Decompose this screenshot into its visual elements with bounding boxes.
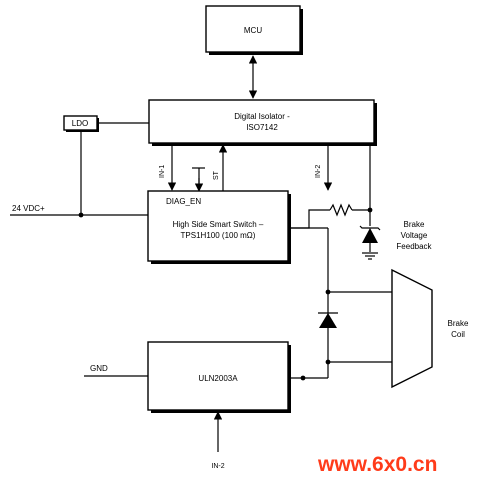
flyback-diode <box>319 313 337 328</box>
in2-top-label: IN-2 <box>315 165 322 178</box>
supply-junction <box>78 212 84 218</box>
switch-out-wire <box>288 209 330 229</box>
feedback-label-line3: Feedback <box>396 242 432 251</box>
in2-bottom-label: IN-2 <box>211 463 224 470</box>
diag-en-label: DIAG_EN <box>166 197 201 206</box>
switch-label-line1: High Side Smart Switch – <box>173 220 264 229</box>
gnd-label: GND <box>90 364 108 373</box>
ldo-block: LDO <box>63 115 99 132</box>
watermark-text: www.6x0.cn <box>317 453 437 476</box>
ldo-label: LDO <box>72 119 88 128</box>
zener-bar <box>359 225 381 231</box>
zener-diode <box>362 228 378 243</box>
brake-coil-label-line1: Brake <box>448 319 469 328</box>
uln2003a-block: ULN2003A <box>147 341 291 413</box>
smart-switch-block: DIAG_EN High Side Smart Switch – TPS1H10… <box>147 190 291 264</box>
brake-coil-shape <box>391 268 433 389</box>
switch-label-line2: TPS1H100 (100 mΩ) <box>181 231 256 240</box>
feedback-label-line2: Voltage <box>401 231 428 240</box>
feedback-label-line1: Brake <box>404 220 425 229</box>
mcu-block: MCU <box>205 5 303 55</box>
supply-label: 24 VDC+ <box>12 204 45 213</box>
uln2003a-label: ULN2003A <box>198 374 238 383</box>
in1-label: IN-1 <box>159 165 166 178</box>
isolator-label-line1: Digital Isolator - <box>234 112 290 121</box>
mcu-label: MCU <box>244 26 262 35</box>
digital-isolator-block: Digital Isolator - ISO7142 <box>148 99 377 146</box>
isolator-label-line2: ISO7142 <box>246 123 278 132</box>
st-label: ST <box>213 170 220 180</box>
ground-symbol <box>362 252 378 260</box>
feedback-resistor <box>329 203 353 217</box>
driver-out-junction <box>300 375 306 381</box>
brake-coil-label-line2: Coil <box>451 330 465 339</box>
